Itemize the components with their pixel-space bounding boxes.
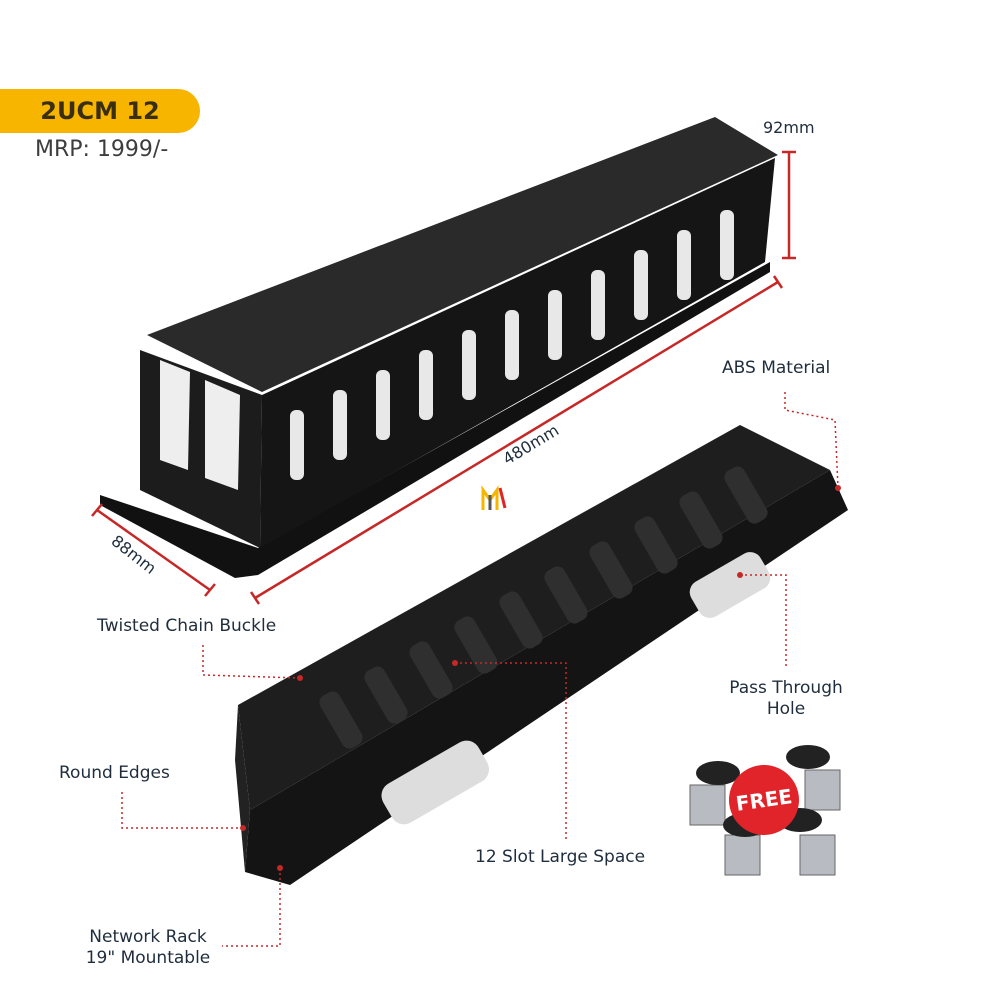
model-badge: 2UCM 12: [0, 89, 200, 133]
slot: [505, 310, 519, 380]
slot: [544, 566, 588, 624]
callout-lines: [121, 392, 839, 947]
dimension-lines: [91, 150, 796, 605]
label-abs-material: ABS Material: [722, 358, 831, 378]
slot: [724, 466, 768, 524]
slot: [376, 370, 390, 440]
cable-manager-top-view: [100, 117, 778, 578]
label-twisted-chain-buckle: Twisted Chain Buckle: [97, 616, 277, 636]
brand-logo-icon: [481, 485, 507, 510]
slot: [634, 516, 678, 574]
slot: [290, 410, 304, 480]
slot: [634, 250, 648, 320]
slot: [679, 491, 723, 549]
slot: [454, 616, 498, 674]
slot: [462, 330, 476, 400]
mrp-price: MRP: 1999/-: [35, 137, 169, 162]
label-line: Hole: [766, 699, 806, 719]
slot: [333, 390, 347, 460]
slot: [409, 641, 453, 699]
slot: [419, 350, 433, 420]
slot: [720, 210, 734, 280]
slot: [364, 666, 408, 724]
label-line: 19" Mountable: [85, 948, 211, 968]
slot: [319, 691, 363, 749]
label-line: Network Rack: [89, 927, 207, 947]
height-dimension: 92mm: [763, 118, 815, 137]
slot: [589, 541, 633, 599]
cable-manager-angled-view: [235, 425, 848, 885]
slot: [591, 270, 605, 340]
slot: [499, 591, 543, 649]
label-12-slot: 12 Slot Large Space: [475, 847, 646, 867]
label-line: Pass Through: [729, 678, 843, 698]
slot: [548, 290, 562, 360]
label-round-edges: Round Edges: [59, 763, 170, 783]
slot: [677, 230, 691, 300]
